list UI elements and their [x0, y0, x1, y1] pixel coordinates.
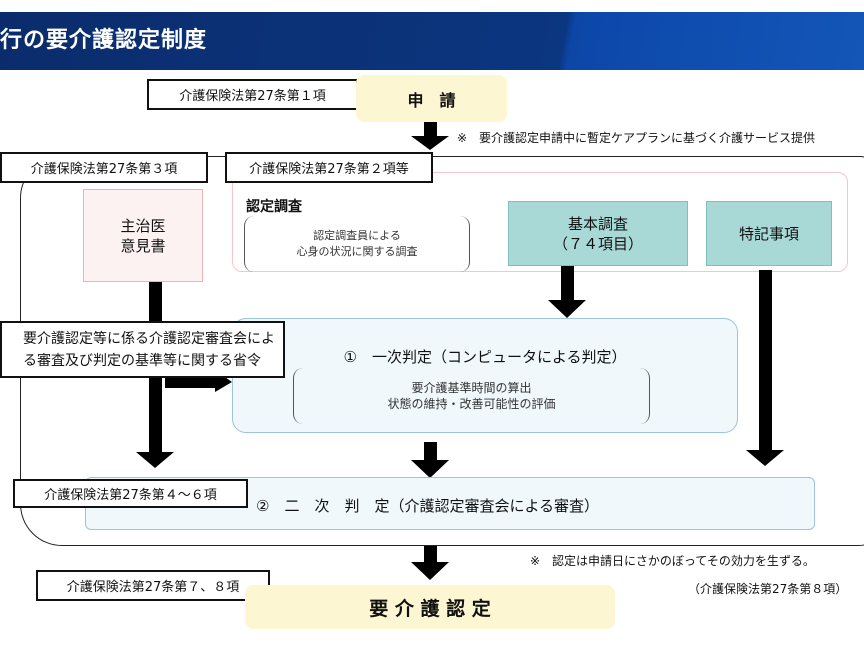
result-note: ※ 認定は申請日にさかのぼってその効力を生ずる。 — [530, 554, 815, 568]
arrow-second — [411, 546, 449, 580]
survey-description: 認定調査員による 心身の状況に関する調査 — [244, 216, 470, 272]
law-article-27-1: 介護保険法第27条第１項 — [147, 79, 358, 110]
header-banner — [0, 12, 864, 70]
application-note: ※ 要介護認定申請中に暫定ケアプランに基づく介護サービス提供 — [457, 131, 816, 145]
first-judgment-box — [232, 318, 738, 433]
law-article-27-3: 介護保険法第27条第３項 — [0, 152, 208, 183]
page-title: 行の要介護認定制度 — [0, 28, 208, 53]
doctor-opinion-box: 主治医 意見書 — [83, 189, 203, 282]
survey-title: 認定調査 — [246, 199, 302, 215]
law-article-27-4-6: 介護保険法第27条第４～６項 — [13, 479, 248, 508]
arrow-apply — [411, 122, 449, 150]
first-judgment-label: ① 一次判定（コンピュータによる判定） — [343, 348, 627, 366]
basic-survey-box: 基本調査 （７４項目） — [508, 201, 688, 266]
law-article-27-7-8: 介護保険法第27条第７、８項 — [36, 570, 270, 601]
first-judgment-description: 要介護基準時間の算出 状態の維持・改善可能性の評価 — [293, 368, 650, 424]
care-certification-box: 要 介 護 認 定 — [245, 585, 615, 629]
result-note-law: （介護保険法第27条第８項） — [688, 582, 848, 596]
second-judgment-label: ② 二 次 判 定（介護認定審査会による審査） — [256, 497, 599, 515]
ordinance-box: 要介護認定等に係る介護認定審査会によ る審査及び判定の基準等に関する省令 — [0, 321, 285, 378]
application-box: 申 請 — [356, 75, 507, 122]
law-article-27-2: 介護保険法第27条第２項等 — [225, 152, 433, 183]
arrow-basic — [548, 266, 586, 318]
special-notes-box: 特記事項 — [706, 201, 832, 266]
arrow-first — [411, 442, 449, 478]
arrow-special — [746, 270, 784, 466]
survey-region — [232, 172, 848, 272]
